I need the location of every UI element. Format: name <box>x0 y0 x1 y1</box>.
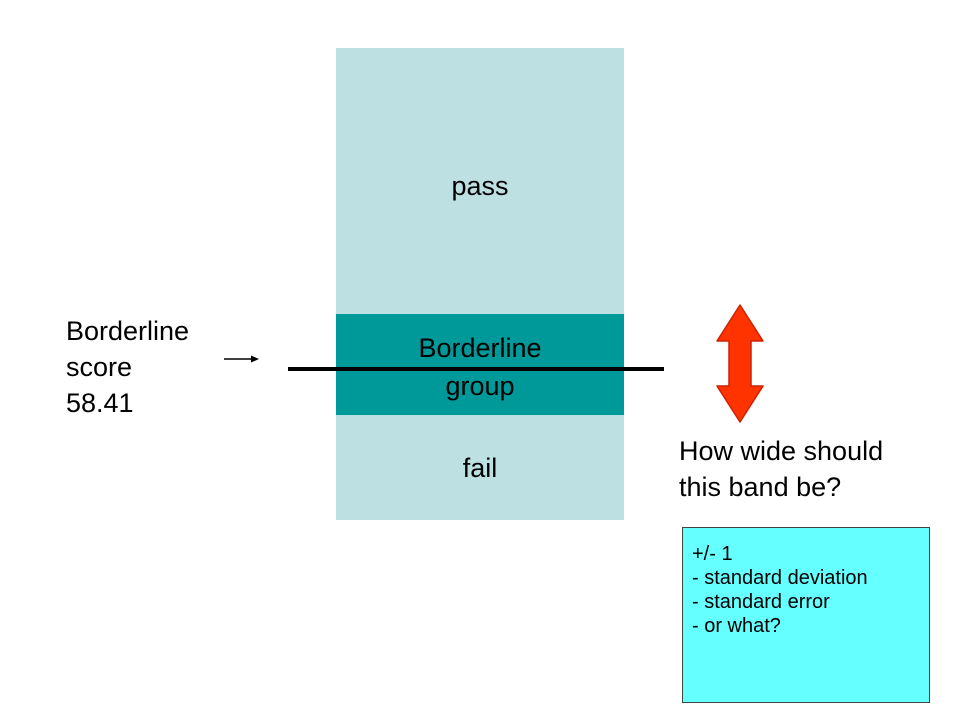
borderline-score-label: Borderline score 58.41 <box>66 313 189 421</box>
right-arrow-icon <box>224 355 259 363</box>
option-line3: - standard error <box>692 591 830 613</box>
score-value: 58.41 <box>66 388 134 418</box>
option-line1: +/- 1 <box>692 543 733 565</box>
question-line2: this band be? <box>679 472 842 502</box>
band-width-question: How wide should this band be? <box>679 433 883 505</box>
option-line2: - standard deviation <box>692 567 868 589</box>
pass-band: pass <box>336 48 624 314</box>
fail-band: fail <box>336 415 624 520</box>
fail-label: fail <box>462 453 498 483</box>
options-box: +/- 1 - standard deviation - standard er… <box>682 527 930 703</box>
question-line1: How wide should <box>679 436 884 466</box>
option-line4: - or what? <box>692 615 781 637</box>
borderline-label-line2: group <box>445 371 515 401</box>
pass-label: pass <box>451 171 509 201</box>
borderline-band: Borderline group <box>336 314 624 415</box>
borderline-label-line1: Borderline <box>418 333 542 363</box>
double-headed-arrow-icon <box>716 304 764 423</box>
score-label-line1: Borderline <box>66 316 190 346</box>
score-label-line2: score <box>66 352 133 382</box>
